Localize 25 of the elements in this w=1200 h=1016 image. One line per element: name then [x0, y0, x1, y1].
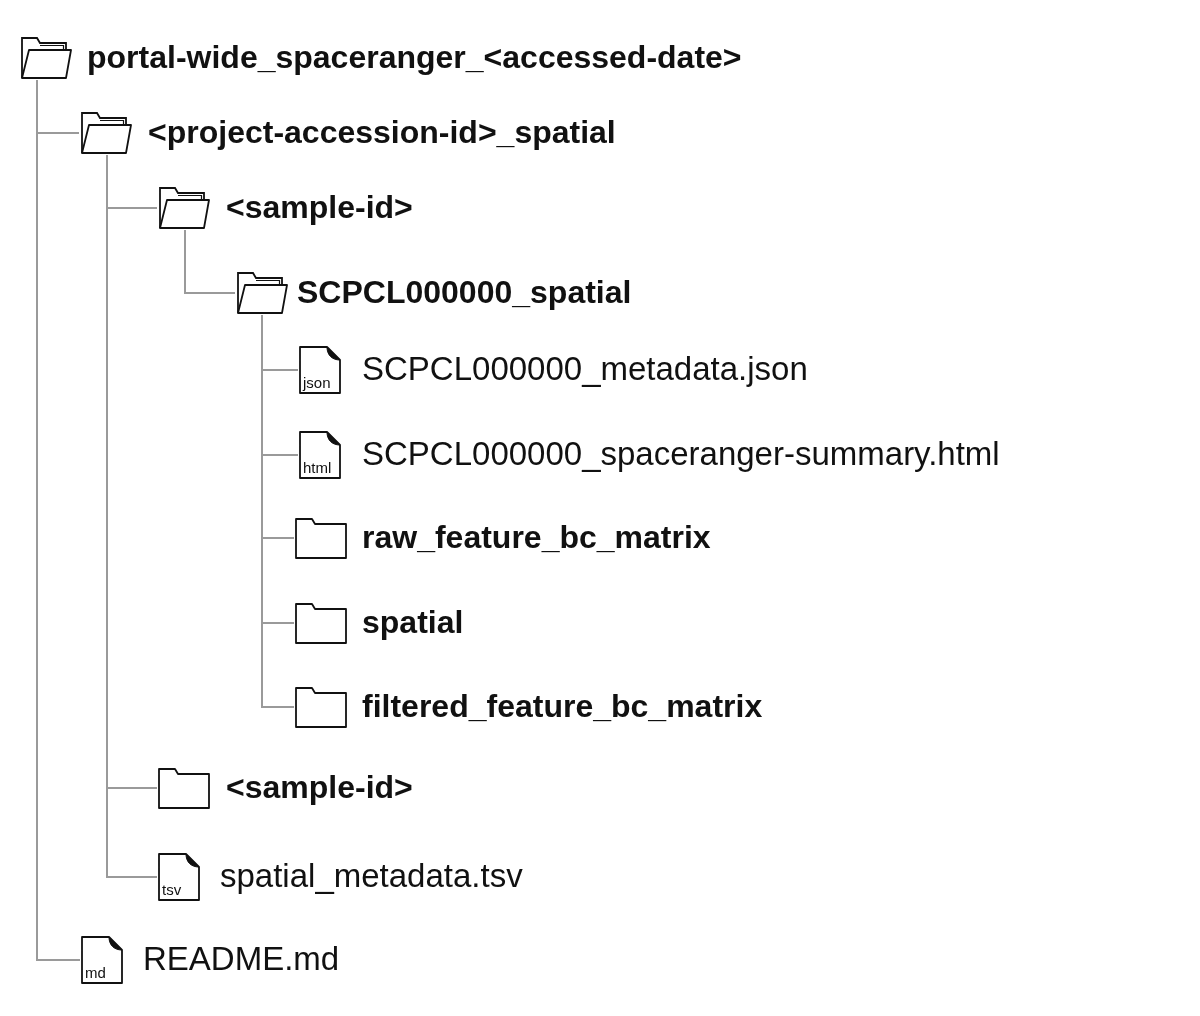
folder-name: SCPCL000000_spatial — [297, 273, 632, 312]
folder-icon — [295, 517, 347, 559]
folder-icon — [295, 602, 347, 644]
file-name: spatial_metadata.tsv — [220, 856, 523, 896]
open-folder-icon — [20, 36, 72, 80]
folder-name: portal-wide_spaceranger_<accessed-date> — [87, 38, 742, 77]
folder-name: <sample-id> — [226, 188, 413, 227]
folder-icon — [295, 686, 347, 728]
open-folder-icon — [236, 271, 288, 315]
open-folder-icon — [80, 111, 132, 155]
file-name: README.md — [143, 939, 340, 979]
file-icon: json — [299, 346, 341, 394]
file-icon: md — [81, 936, 123, 984]
file-icon: html — [299, 431, 341, 479]
folder-name: <project-accession-id>_spatial — [148, 113, 616, 152]
file-name: SCPCL000000_metadata.json — [362, 349, 808, 389]
file-icon: tsv — [158, 853, 200, 901]
open-folder-icon — [158, 186, 210, 230]
folder-name: spatial — [362, 603, 464, 642]
folder-icon — [158, 767, 210, 809]
folder-name: filtered_feature_bc_matrix — [362, 687, 763, 726]
file-name: SCPCL000000_spaceranger-summary.html — [362, 434, 1000, 474]
folder-name: raw_feature_bc_matrix — [362, 518, 711, 557]
folder-name: <sample-id> — [226, 768, 413, 807]
connector-line — [184, 229, 236, 294]
